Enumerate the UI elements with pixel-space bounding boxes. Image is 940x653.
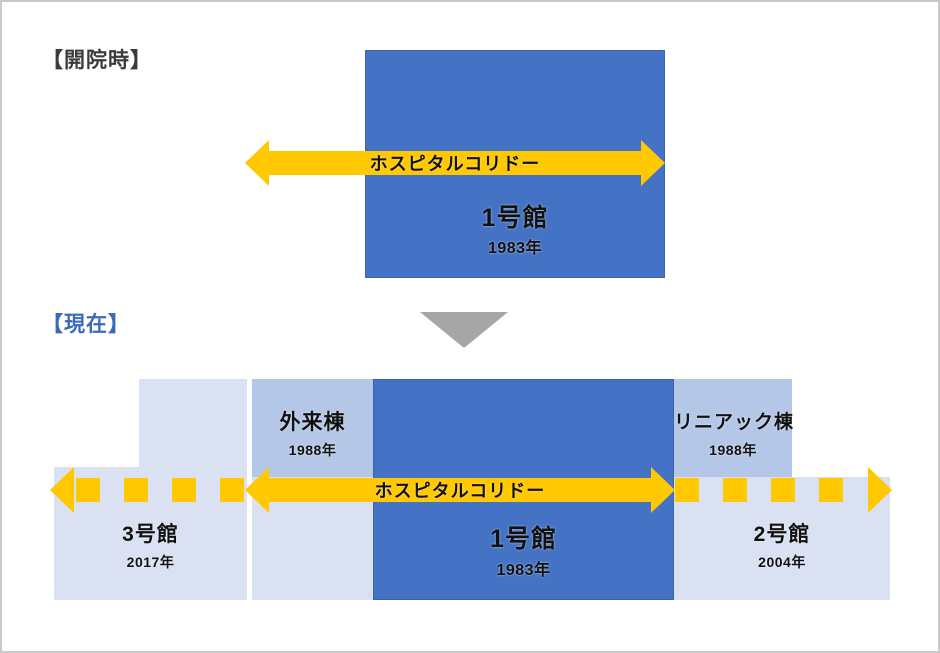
arrow-shaft — [267, 478, 653, 502]
arrow-head-right-icon — [868, 467, 892, 513]
building-year-1gokan-opening: 1983年 — [487, 240, 543, 257]
dashed-arrow-shaft-left — [76, 478, 250, 502]
building-name-3gokan: 3号館 — [122, 523, 179, 546]
building-block-3gokan-upper — [139, 379, 247, 469]
corridor-extension-arrow-left — [50, 467, 250, 513]
building-name-linac: リニアック棟 — [674, 412, 795, 433]
down-triangle-icon — [420, 312, 508, 348]
hospital-corridor-arrow-current: ホスピタルコリドー — [245, 467, 675, 513]
building-name-1gokan-opening: 1号館 — [481, 204, 549, 232]
building-block-gairaito: 外来棟 1988年 — [252, 379, 373, 477]
building-year-linac: 1988年 — [709, 442, 757, 458]
building-block-linac: リニアック棟 1988年 — [674, 379, 795, 477]
building-year-1gokan-current: 1983年 — [496, 562, 551, 579]
arrow-head-right-icon — [641, 140, 665, 186]
hospital-corridor-label-opening: ホスピタルコリドー — [369, 154, 541, 174]
section-caption-opening: 【開院時】 — [42, 49, 152, 72]
hospital-corridor-arrow-opening: ホスピタルコリドー — [245, 140, 665, 186]
building-year-3gokan: 2017年 — [126, 554, 175, 570]
arrow-shaft — [267, 151, 643, 175]
section-caption-current: 【現在】 — [42, 313, 130, 336]
arrow-head-left-icon — [50, 467, 74, 513]
corridor-extension-arrow-right — [675, 467, 892, 513]
arrow-head-right-icon — [651, 467, 675, 513]
building-name-2gokan: 2号館 — [753, 523, 811, 546]
arrow-head-left-icon — [245, 467, 269, 513]
building-name-1gokan-current: 1号館 — [490, 525, 557, 553]
arrow-head-left-icon — [245, 140, 269, 186]
hospital-corridor-label-current: ホスピタルコリドー — [374, 481, 546, 501]
building-year-2gokan: 2004年 — [758, 554, 806, 570]
building-year-gairaito: 1988年 — [288, 442, 337, 458]
dashed-arrow-shaft-right — [675, 478, 866, 502]
building-name-gairaito: 外来棟 — [279, 411, 346, 434]
